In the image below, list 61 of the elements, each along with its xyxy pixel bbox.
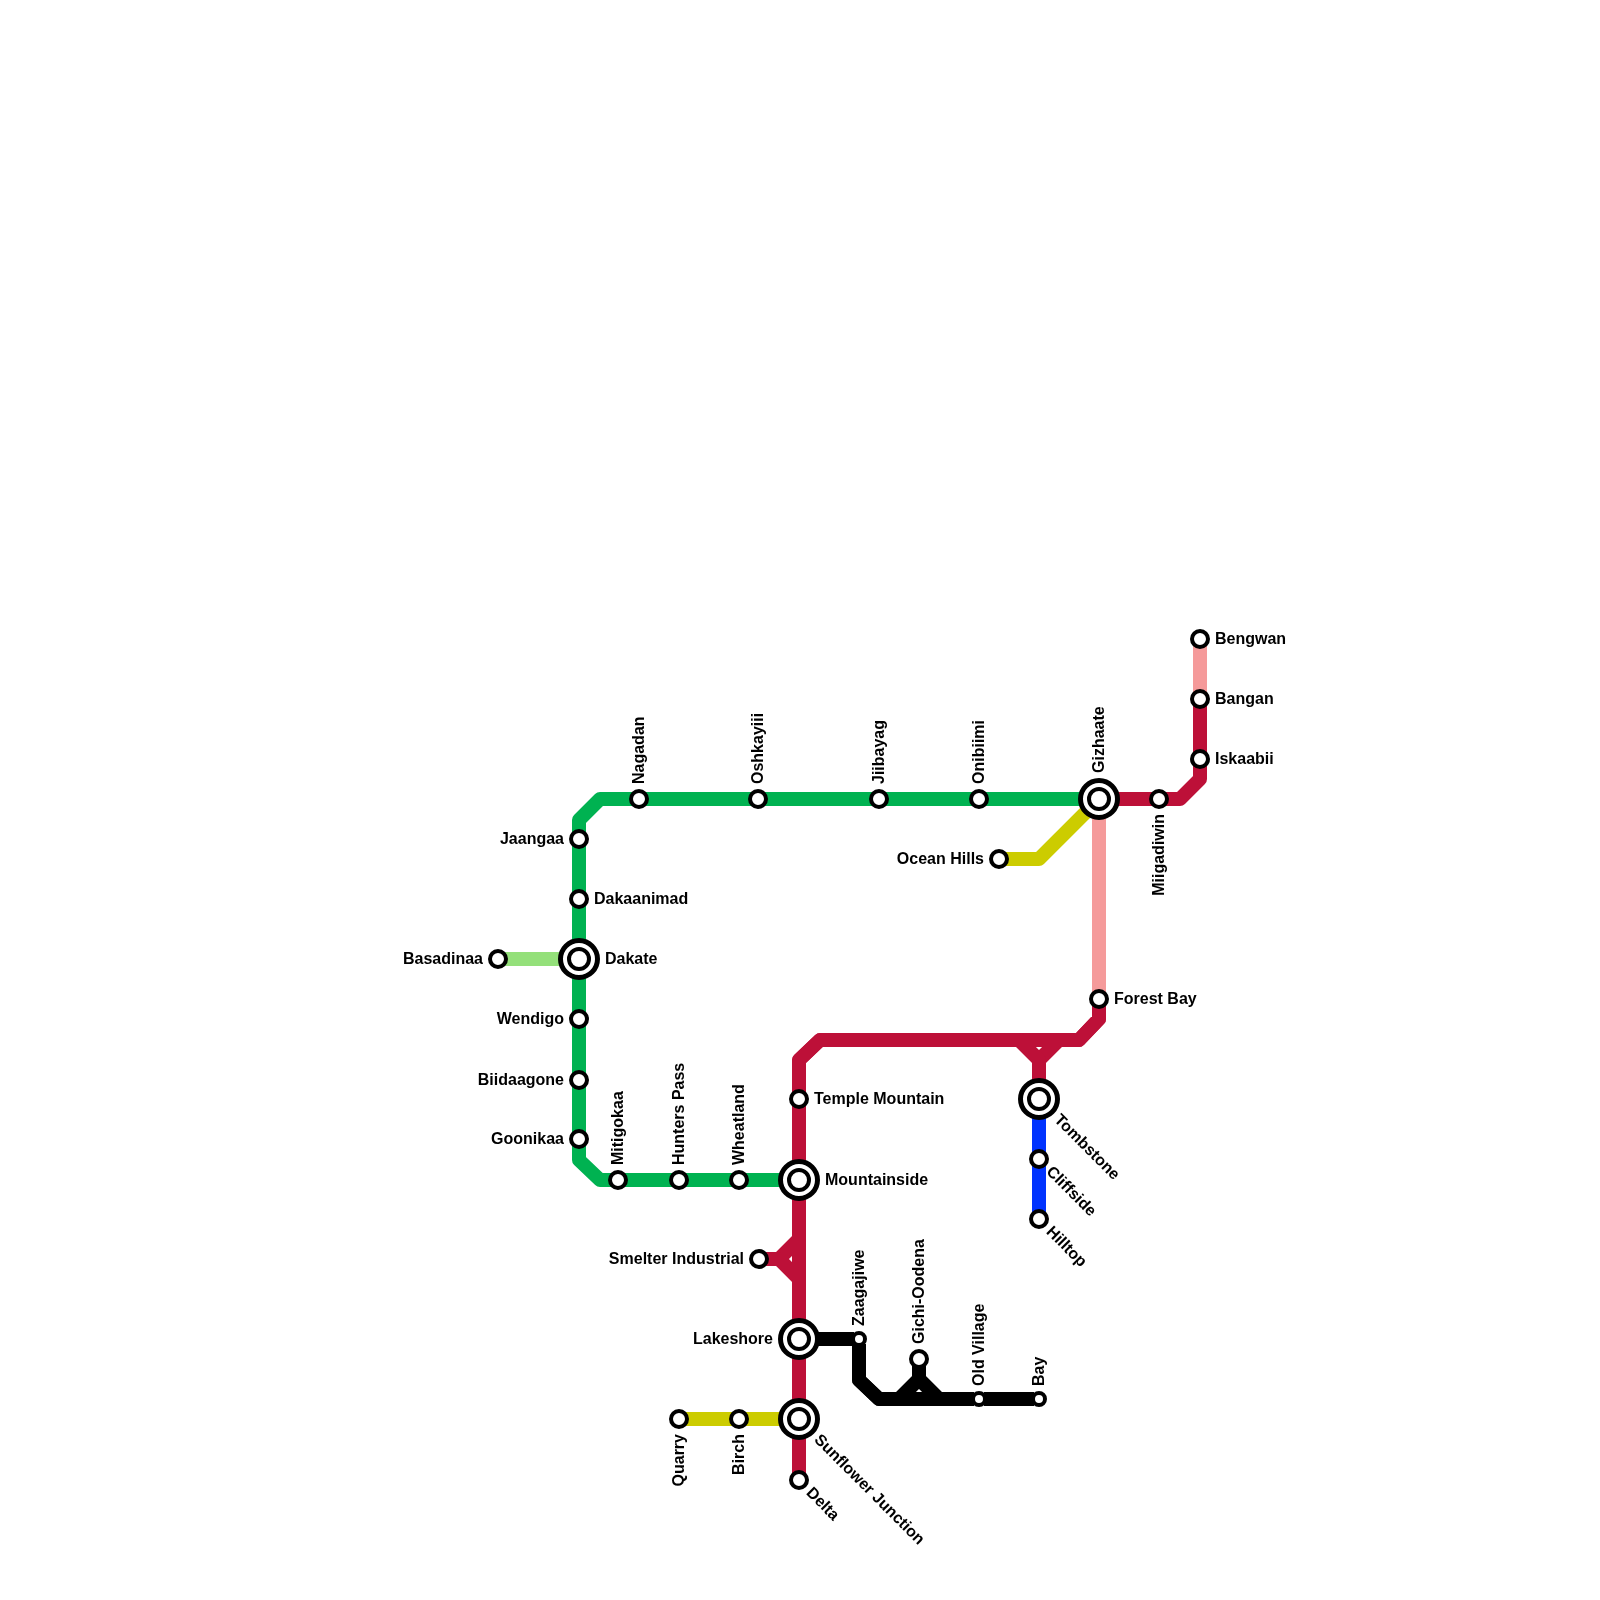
station-name: Oshkayiii bbox=[748, 712, 767, 784]
rail-line bbox=[746, 1412, 781, 1426]
station-name: Gichi-Oodena bbox=[909, 1239, 928, 1344]
rail-line bbox=[572, 846, 586, 892]
station-name: Temple Mountain bbox=[814, 1089, 945, 1109]
rail-line bbox=[1092, 817, 1106, 992]
rail-line bbox=[646, 792, 751, 806]
rail-line bbox=[572, 1146, 611, 1187]
station-name: Basadinaa bbox=[402, 949, 483, 969]
rail-line bbox=[686, 1173, 732, 1187]
rail-line bbox=[505, 952, 561, 966]
rail-line bbox=[572, 977, 586, 1012]
rail-line bbox=[886, 792, 972, 806]
rail-line bbox=[792, 1357, 806, 1401]
station-name: Mountainside bbox=[825, 1170, 929, 1190]
rail-line bbox=[984, 1392, 1034, 1406]
rail-line bbox=[817, 1332, 854, 1346]
rail-line bbox=[1117, 792, 1152, 806]
station-name: Dakate bbox=[605, 949, 658, 969]
station-name: Smelter Industrial bbox=[608, 1249, 744, 1269]
station-name: Birch bbox=[729, 1434, 748, 1475]
station-name: Lakeshore bbox=[692, 1329, 773, 1349]
station-name: Bengwan bbox=[1215, 629, 1287, 649]
rail-line bbox=[1166, 766, 1207, 806]
station-name: Bay bbox=[1029, 1356, 1048, 1386]
station-name: Mitigokaa bbox=[608, 1091, 627, 1165]
rail-line bbox=[792, 1437, 806, 1473]
rail-line bbox=[625, 1173, 672, 1187]
station-name: Goonikaa bbox=[491, 1129, 564, 1149]
station-name: Wheatland bbox=[729, 1084, 748, 1165]
station-name: Ocean Hills bbox=[896, 849, 984, 869]
station-name: Jaangaa bbox=[499, 829, 564, 849]
rail-line bbox=[1006, 806, 1092, 866]
rail-line bbox=[1032, 1117, 1046, 1152]
station-name: Hunters Pass bbox=[669, 1062, 688, 1165]
station-name: Nagadan bbox=[629, 716, 648, 784]
rail-line bbox=[686, 1412, 732, 1426]
rail-line bbox=[572, 906, 586, 941]
station-name: Onibiimi bbox=[969, 720, 988, 784]
rail-line bbox=[1193, 646, 1207, 692]
rail-line bbox=[746, 1173, 781, 1187]
station-name: Old Village bbox=[969, 1303, 988, 1386]
rail-line bbox=[572, 1087, 586, 1132]
station-name: Wendigo bbox=[496, 1009, 564, 1029]
station-name: Quarry bbox=[669, 1434, 688, 1487]
station-name: Biidaagone bbox=[477, 1070, 564, 1090]
station-name: Gizhaate bbox=[1089, 706, 1108, 773]
station-name: Bangan bbox=[1215, 689, 1274, 709]
rail-line bbox=[1193, 706, 1207, 752]
station-name: Forest Bay bbox=[1114, 989, 1197, 1009]
station-name: Dakaanimad bbox=[594, 889, 689, 909]
rail-line bbox=[572, 1026, 586, 1073]
rail-line bbox=[986, 792, 1081, 806]
station-name: Miigadiwin bbox=[1149, 814, 1168, 896]
rail-line bbox=[765, 792, 872, 806]
station-name: Jiibayag bbox=[869, 719, 888, 784]
station-name: Zaagajiwe bbox=[849, 1249, 868, 1326]
station-name: Iskaabii bbox=[1215, 749, 1274, 769]
rail-line bbox=[792, 1106, 806, 1162]
rail-line bbox=[1032, 1166, 1046, 1212]
rail-line bbox=[572, 792, 632, 832]
